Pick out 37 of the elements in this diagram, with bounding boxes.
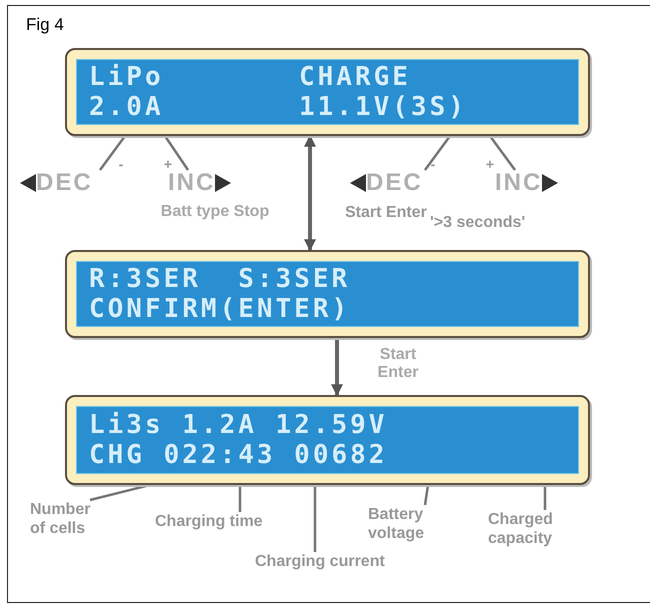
sign-mark: + xyxy=(485,158,495,170)
display-text: Li3s 1.2A 12.59V xyxy=(89,410,388,440)
leader-line xyxy=(99,135,126,171)
arrow xyxy=(331,338,343,396)
display-text: CHARGE xyxy=(298,62,412,92)
leader-line xyxy=(424,484,430,506)
lcd-display xyxy=(65,395,590,485)
display-text: R:3SER xyxy=(89,264,201,294)
lcd-display xyxy=(65,250,590,338)
display-text: LiPo xyxy=(89,62,165,92)
leader-line xyxy=(314,485,316,552)
display-text: 2.0A xyxy=(89,92,165,122)
leader-line xyxy=(544,485,546,510)
lcd-display xyxy=(65,48,590,136)
part-caption: Charged capacity xyxy=(488,510,618,548)
note-text: Start Enter xyxy=(345,204,427,222)
leader-line xyxy=(489,135,516,171)
button-label: DEC xyxy=(366,170,423,196)
leader-line xyxy=(424,135,451,171)
display-text: 11.1V(3S) xyxy=(298,92,467,122)
leader-line xyxy=(164,135,190,171)
leader-line xyxy=(238,485,242,512)
display-text: CONFIRM(ENTER) xyxy=(89,294,350,324)
sign-mark: - xyxy=(430,158,436,170)
button-label: INC xyxy=(495,170,542,196)
sign-mark: + xyxy=(163,158,173,170)
display-text: CHG 022:43 00682 xyxy=(89,440,388,470)
part-caption: Number of cells xyxy=(30,500,100,538)
part-caption: Battery voltage xyxy=(368,505,478,543)
part-caption: Charging time xyxy=(155,512,275,531)
figure-title: Fig 4 xyxy=(26,14,64,36)
part-caption: Charging current xyxy=(255,552,385,571)
note-text: '>3 seconds' xyxy=(430,214,526,232)
display-text: S:3SER xyxy=(238,264,350,294)
button-label: INC xyxy=(168,170,216,196)
sign-mark: - xyxy=(118,158,124,170)
button-label: DEC xyxy=(36,170,93,196)
